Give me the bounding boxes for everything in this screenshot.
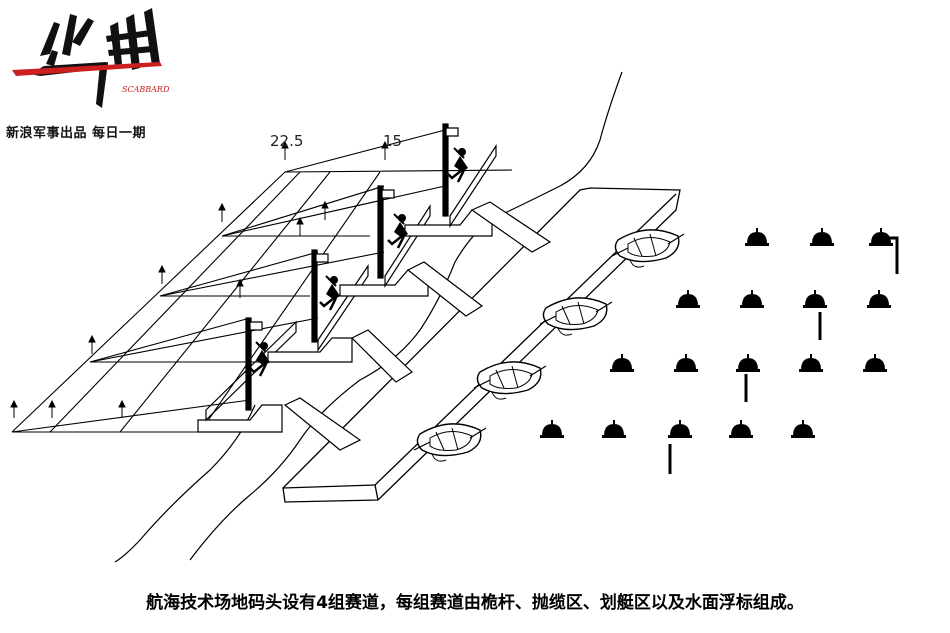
logo-english: SCABBARD	[122, 85, 170, 94]
height-label-22-5: 22.5	[270, 132, 303, 150]
logo-mark	[12, 8, 162, 108]
ground-grid	[11, 129, 513, 433]
lane-3	[339, 185, 484, 317]
river-bank-upper	[189, 71, 623, 561]
height-label-15: 15	[383, 132, 402, 150]
river-bank-lower	[114, 404, 256, 563]
caption: 航海技术场地码头设有4组赛道，每组赛道由桅杆、抛缆区、划艇区以及水面浮标组成。	[146, 593, 804, 613]
scabbard-logo: SCABBARD	[12, 8, 170, 108]
lane-markers	[668, 236, 899, 474]
subtitle: 新浪军事出品 每日一期	[6, 126, 147, 141]
ground-stakes	[10, 140, 389, 418]
lane-1	[197, 317, 362, 451]
lane-2	[267, 249, 413, 383]
lane-4	[404, 123, 552, 253]
